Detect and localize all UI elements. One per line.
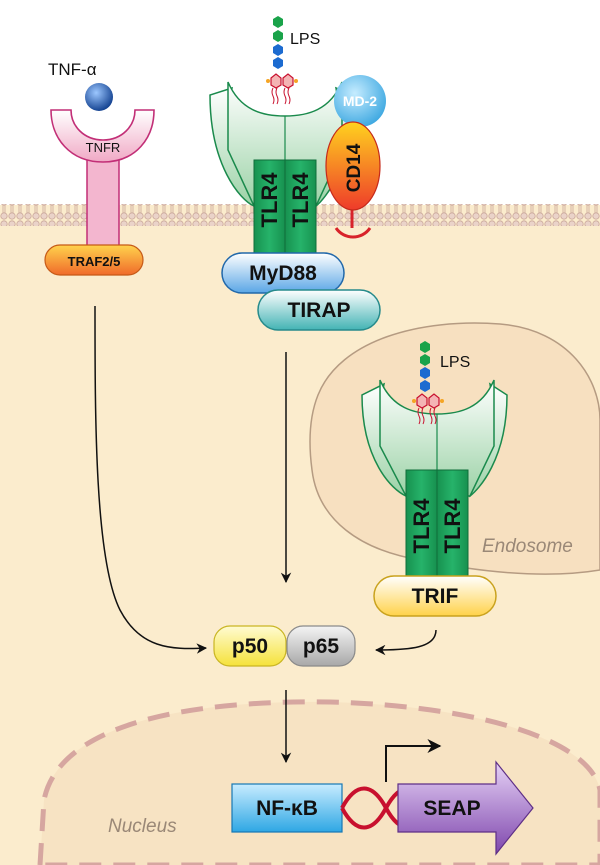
tnf-alpha-ligand — [85, 83, 113, 111]
tlr4-label-a: TLR4 — [257, 172, 282, 228]
trif-box — [373, 575, 497, 617]
tnfr-label: TNFR — [86, 140, 121, 155]
tlr4-label-c: TLR4 — [409, 498, 434, 554]
tirap-label: TIRAP — [288, 299, 351, 322]
traf-label: TRAF2/5 — [68, 254, 121, 269]
p50-label: p50 — [232, 635, 268, 658]
tlr4-endosome-complex — [361, 379, 508, 581]
md2-label: MD-2 — [343, 93, 377, 109]
p65-box — [286, 625, 356, 667]
p50-box — [213, 625, 287, 667]
arrow-icon — [94, 305, 208, 654]
seap-label: SEAP — [423, 797, 480, 820]
traf-box — [44, 244, 144, 276]
cd14-protein — [325, 121, 381, 239]
lipid-a-icon — [265, 73, 299, 105]
tnf-alpha-label: TNF-α — [48, 60, 97, 79]
tlr4-label-b: TLR4 — [288, 172, 313, 228]
lps-endosome-label: LPS — [440, 354, 470, 371]
tlr4-label-d: TLR4 — [440, 498, 465, 554]
cd14-label: CD14 — [344, 143, 365, 192]
trif-label: TRIF — [412, 585, 459, 608]
myd88-label: MyD88 — [249, 262, 317, 285]
transcription-start-icon — [385, 739, 442, 782]
lps-endosome-chain-icon — [420, 341, 430, 392]
endosome-label: Endosome — [482, 536, 573, 557]
p65-label: p65 — [303, 635, 340, 658]
lps-chain-icon — [273, 16, 283, 69]
arrow-icon-trif — [374, 629, 437, 656]
nucleus-label: Nucleus — [108, 816, 177, 837]
md2-protein — [334, 75, 386, 127]
nfkb-label: NF-κB — [256, 797, 318, 820]
tirap-box — [257, 289, 381, 331]
lps-top-label: LPS — [290, 31, 320, 48]
seap-arrow — [397, 760, 534, 856]
